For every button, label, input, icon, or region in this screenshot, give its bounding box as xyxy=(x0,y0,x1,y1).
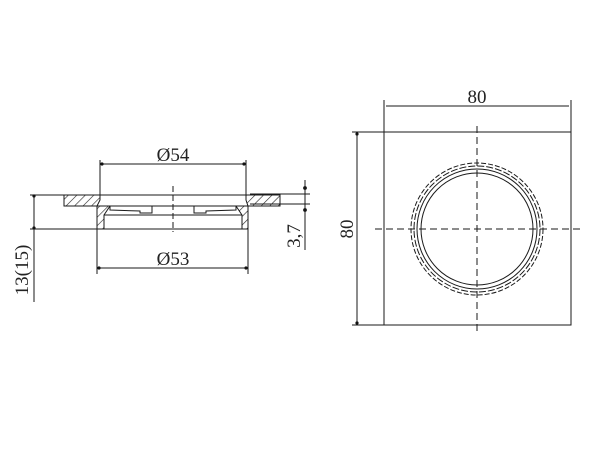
section-view xyxy=(30,160,310,302)
dimension-height xyxy=(30,194,100,302)
dimension-diameter-54 xyxy=(99,160,247,196)
part-section xyxy=(63,194,281,230)
label-diameter-54: Ø54 xyxy=(157,145,190,166)
dimension-diameter-53 xyxy=(96,228,249,274)
top-view xyxy=(352,100,580,332)
label-height: 13(15) xyxy=(12,245,33,296)
label-width-80: 80 xyxy=(468,87,487,108)
label-flange-thickness: 3,7 xyxy=(284,224,305,248)
label-height-80: 80 xyxy=(337,220,358,239)
label-diameter-53: Ø53 xyxy=(157,249,190,270)
